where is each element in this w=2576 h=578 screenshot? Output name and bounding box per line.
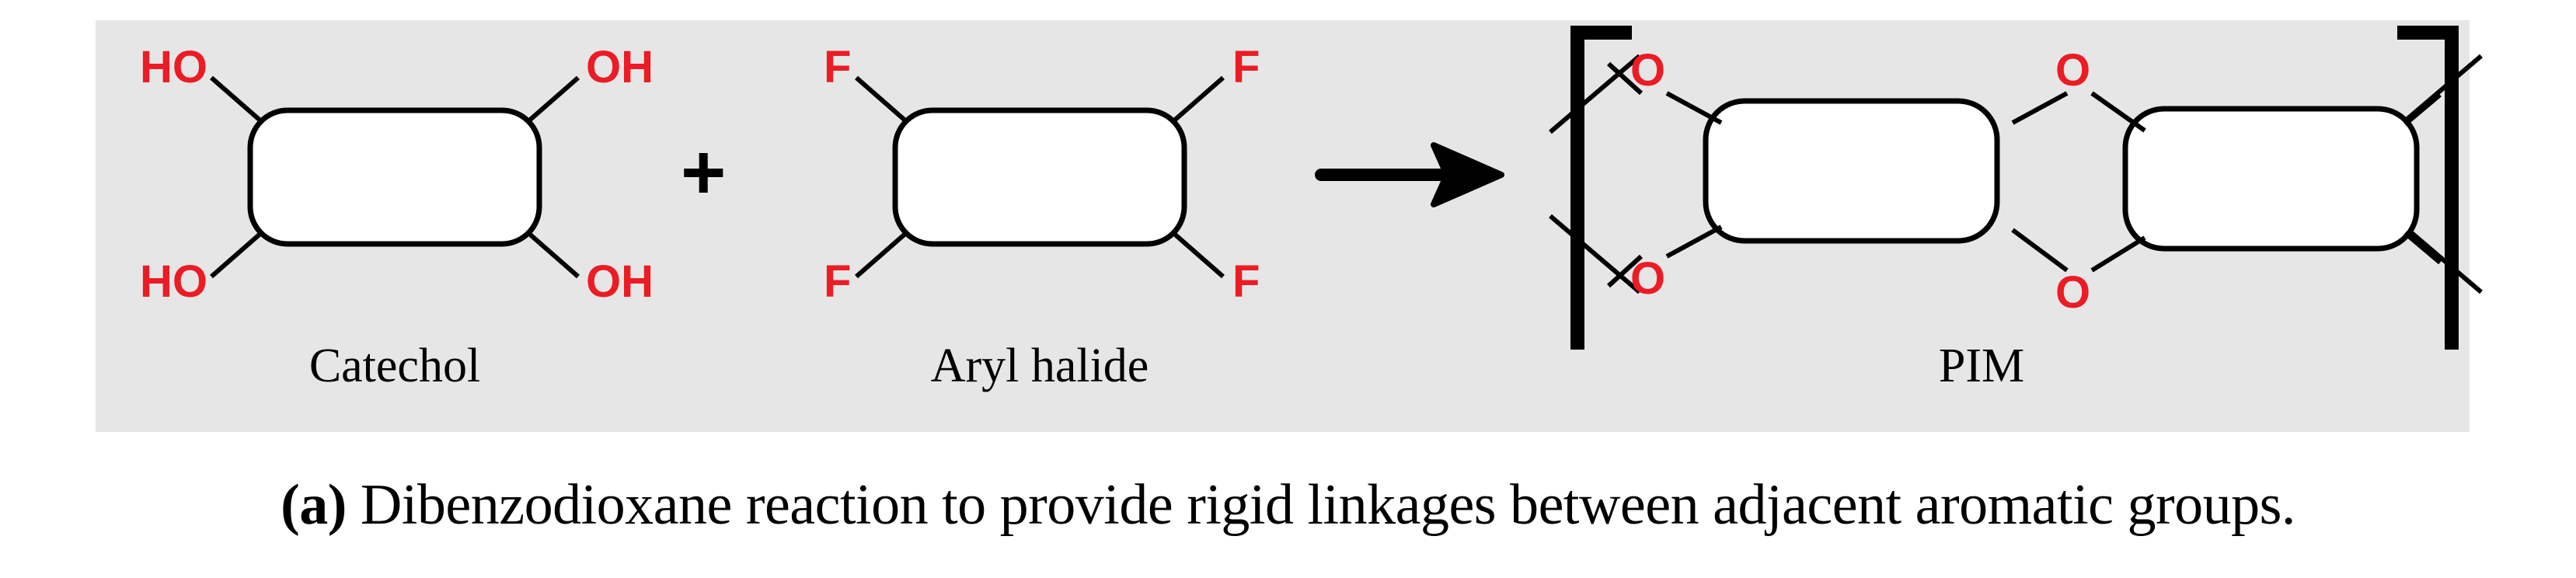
- label-catechol: Catechol: [308, 339, 481, 392]
- atom-label-o-middle-top: O: [2055, 45, 2091, 96]
- figure-caption-text: Dibenzodioxane reaction to provide rigid…: [346, 473, 2296, 537]
- atom-label-f-bottom-right: F: [1232, 256, 1260, 307]
- atom-label-ho-top-left: HO: [140, 42, 207, 92]
- atom-label-o-middle-bottom: O: [2055, 267, 2091, 318]
- figure-caption-label: (a): [281, 473, 347, 537]
- atom-label-f-top-left: F: [824, 42, 852, 92]
- atom-label-o-left-bottom: O: [1630, 253, 1666, 304]
- atom-label-oh-top-right: OH: [586, 42, 654, 92]
- atom-label-f-bottom-left: F: [824, 256, 852, 307]
- atom-label-f-top-right: F: [1232, 42, 1260, 92]
- figure-caption: (a) Dibenzodioxane reaction to provide r…: [0, 475, 2576, 536]
- atom-label-oh-bottom-right: OH: [586, 256, 654, 307]
- atom-label-ho-bottom-left: HO: [140, 256, 207, 307]
- label-pim: PIM: [1938, 339, 2025, 392]
- plus-operator: +: [681, 129, 727, 216]
- atom-label-o-left-top: O: [1630, 45, 1666, 96]
- label-aryl-halide: Aryl halide: [930, 339, 1149, 392]
